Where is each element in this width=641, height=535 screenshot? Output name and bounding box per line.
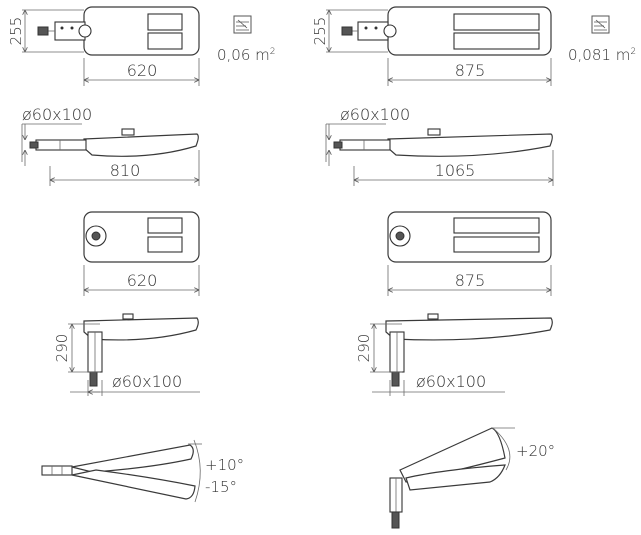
small-height-label: 290 (53, 334, 71, 363)
large-side-length-label: 1065 (435, 161, 476, 180)
large-pole-fit-vertical-label: ø60x100 (416, 372, 486, 391)
large-vertical-view (370, 313, 553, 396)
large-bottom-view (387, 211, 552, 296)
small-bracket-width-label: 255 (7, 17, 25, 46)
large-tilt-up-label: +20° (516, 442, 555, 460)
large-length-label: 875 (455, 61, 486, 80)
wind-area-icon (591, 15, 610, 34)
small-bottom-length-label: 620 (127, 271, 158, 290)
large-side-view (325, 123, 554, 186)
small-side-view (21, 123, 200, 186)
large-height-label: 290 (355, 334, 373, 363)
small-tilt-view (41, 439, 202, 503)
small-tilt-down-label: -15° (205, 478, 237, 496)
wind-area-icon (233, 15, 252, 34)
large-bottom-length-label: 875 (455, 271, 486, 290)
small-side-length-label: 810 (110, 161, 141, 180)
small-pole-fit-label: ø60x100 (22, 105, 92, 124)
small-top-view (22, 6, 200, 86)
small-pole-fit-vertical-label: ø60x100 (112, 372, 182, 391)
large-bracket-width-label: 255 (311, 17, 329, 46)
small-tilt-up-label: +10° (205, 456, 244, 474)
small-wind-area-label: 0,06 m2 (217, 46, 276, 64)
large-top-view (326, 6, 552, 86)
small-vertical-view (68, 313, 200, 396)
large-tilt-view (389, 427, 515, 529)
large-pole-fit-label: ø60x100 (340, 105, 410, 124)
small-bottom-view (83, 211, 200, 296)
small-length-label: 620 (127, 61, 158, 80)
large-wind-area-label: 0,081 m2 (568, 46, 636, 64)
